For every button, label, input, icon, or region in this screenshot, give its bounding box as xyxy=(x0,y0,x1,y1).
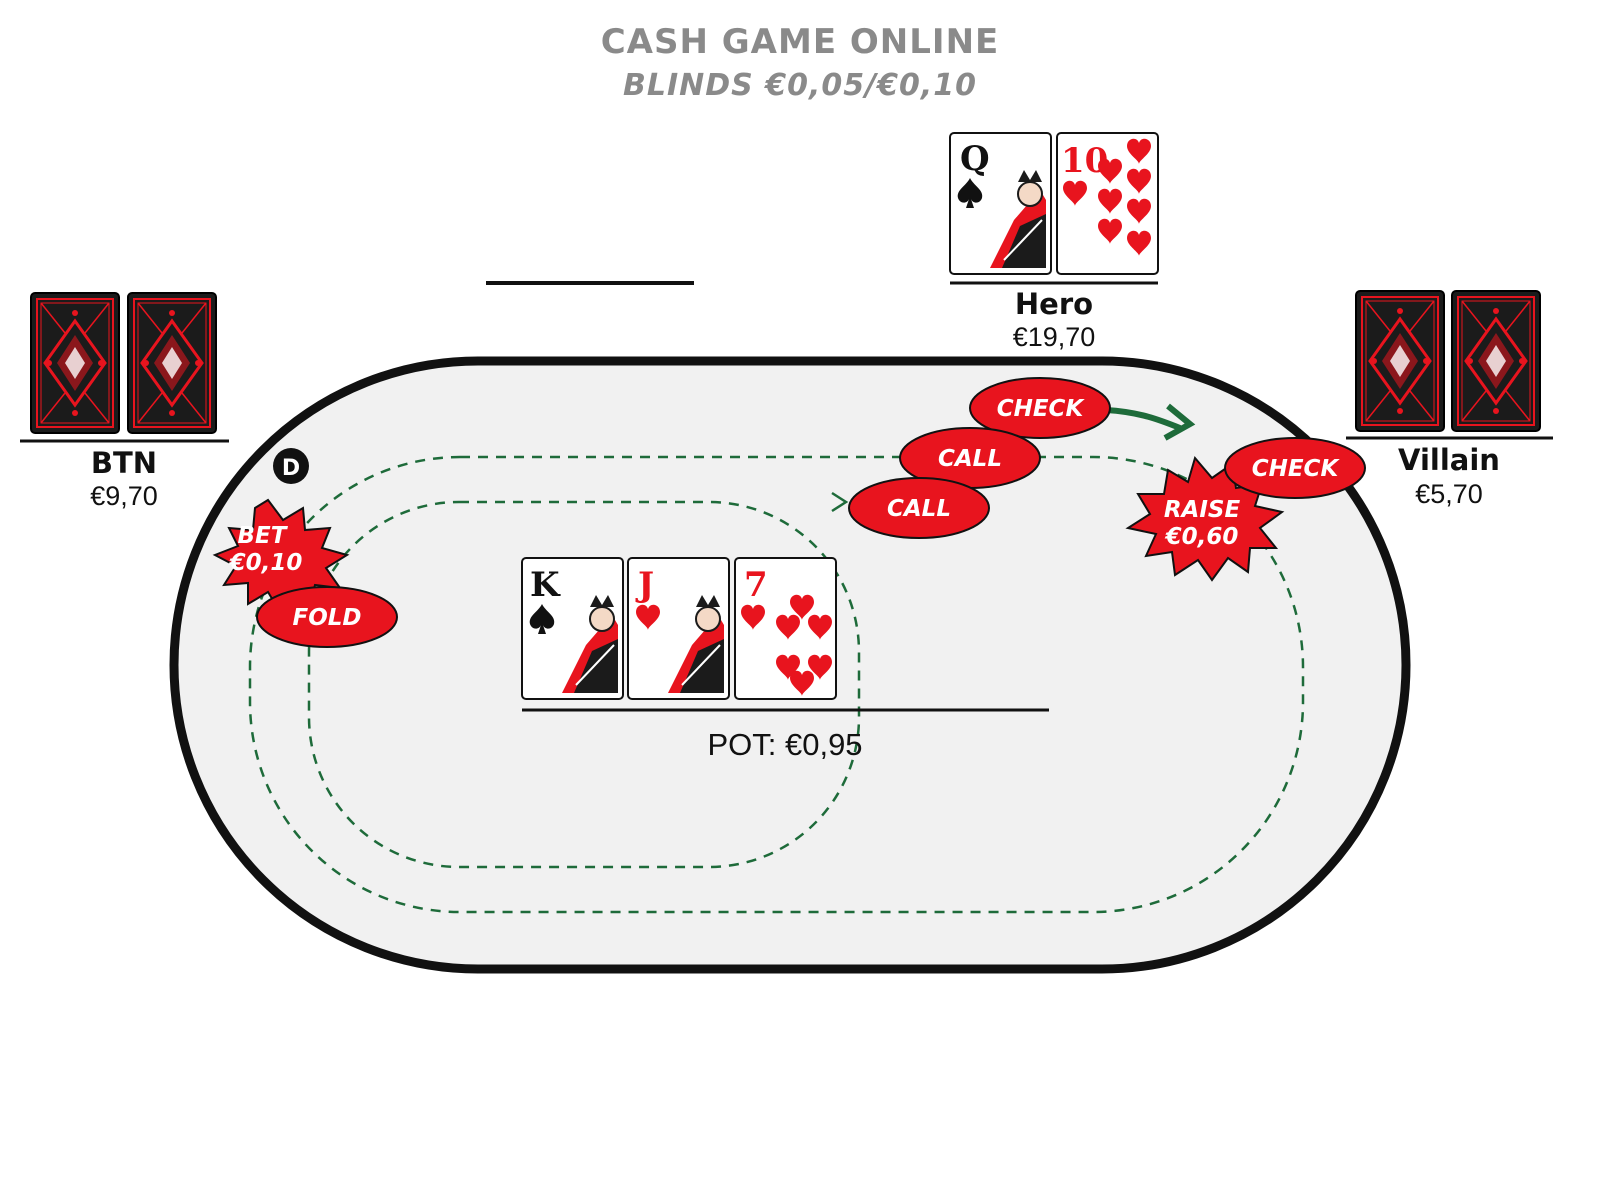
board-card-1-rank: K xyxy=(530,565,561,605)
btn-fold-label: FOLD xyxy=(292,605,361,631)
btn-card-back-2 xyxy=(126,291,218,435)
btn-name: BTN xyxy=(91,446,157,480)
board-card-2-rank: J xyxy=(635,565,654,605)
dealer-button-label: D xyxy=(282,456,300,481)
action-flow-inner xyxy=(307,500,861,869)
villain-check-label: CHECK xyxy=(1252,456,1341,482)
pot-amount: POT: €0,95 xyxy=(707,727,862,762)
hero-card-1-rank: Q xyxy=(960,139,990,179)
btn-cards xyxy=(29,291,218,435)
board-card-2: J xyxy=(627,557,730,700)
villain-raise-label: RAISE xyxy=(1164,497,1241,523)
villain-name: Villain xyxy=(1398,443,1500,477)
board-card-1: K xyxy=(521,557,624,700)
btn-fold-badge: FOLD xyxy=(256,586,398,648)
hero-call-2-label: CALL xyxy=(887,496,951,522)
blinds-subtitle: BLINDS €0,05/€0,10 xyxy=(623,68,977,103)
flow-arrowhead-call xyxy=(831,491,849,513)
hero-check-badge: CHECK xyxy=(969,377,1111,439)
villain-card-back-1 xyxy=(1354,289,1446,433)
hero-check-label: CHECK xyxy=(997,396,1086,422)
btn-bet-label: BET xyxy=(238,523,289,549)
villain-cards xyxy=(1354,289,1542,433)
hero-call-badge-2: CALL xyxy=(848,477,990,539)
villain-check-badge: CHECK xyxy=(1224,437,1366,499)
board-card-3-rank: 7 xyxy=(744,565,768,605)
villain-raise-amount: €0,60 xyxy=(1165,524,1239,550)
flow-arrow-to-villain xyxy=(1105,407,1182,431)
hero-call-1-label: CALL xyxy=(938,446,1002,472)
btn-bet-amount: €0,10 xyxy=(229,550,303,576)
hero-card-2: 10 xyxy=(1056,132,1159,275)
villain-card-back-2 xyxy=(1450,289,1542,433)
hero-card-1: Q xyxy=(949,132,1052,275)
action-flow-outer xyxy=(248,455,1305,914)
hero-stack: €19,70 xyxy=(1013,322,1096,352)
flow-arrowhead-villain xyxy=(1163,403,1196,441)
btn-stack: €9,70 xyxy=(90,481,158,511)
villain-stack: €5,70 xyxy=(1415,479,1483,509)
page-title: CASH GAME ONLINE xyxy=(600,22,1000,62)
dealer-button xyxy=(273,448,309,484)
hero-call-badge-1: CALL xyxy=(899,427,1041,489)
board-card-3: 7 xyxy=(734,557,837,700)
hero-name: Hero xyxy=(1015,287,1093,321)
btn-card-back-1 xyxy=(29,291,121,435)
